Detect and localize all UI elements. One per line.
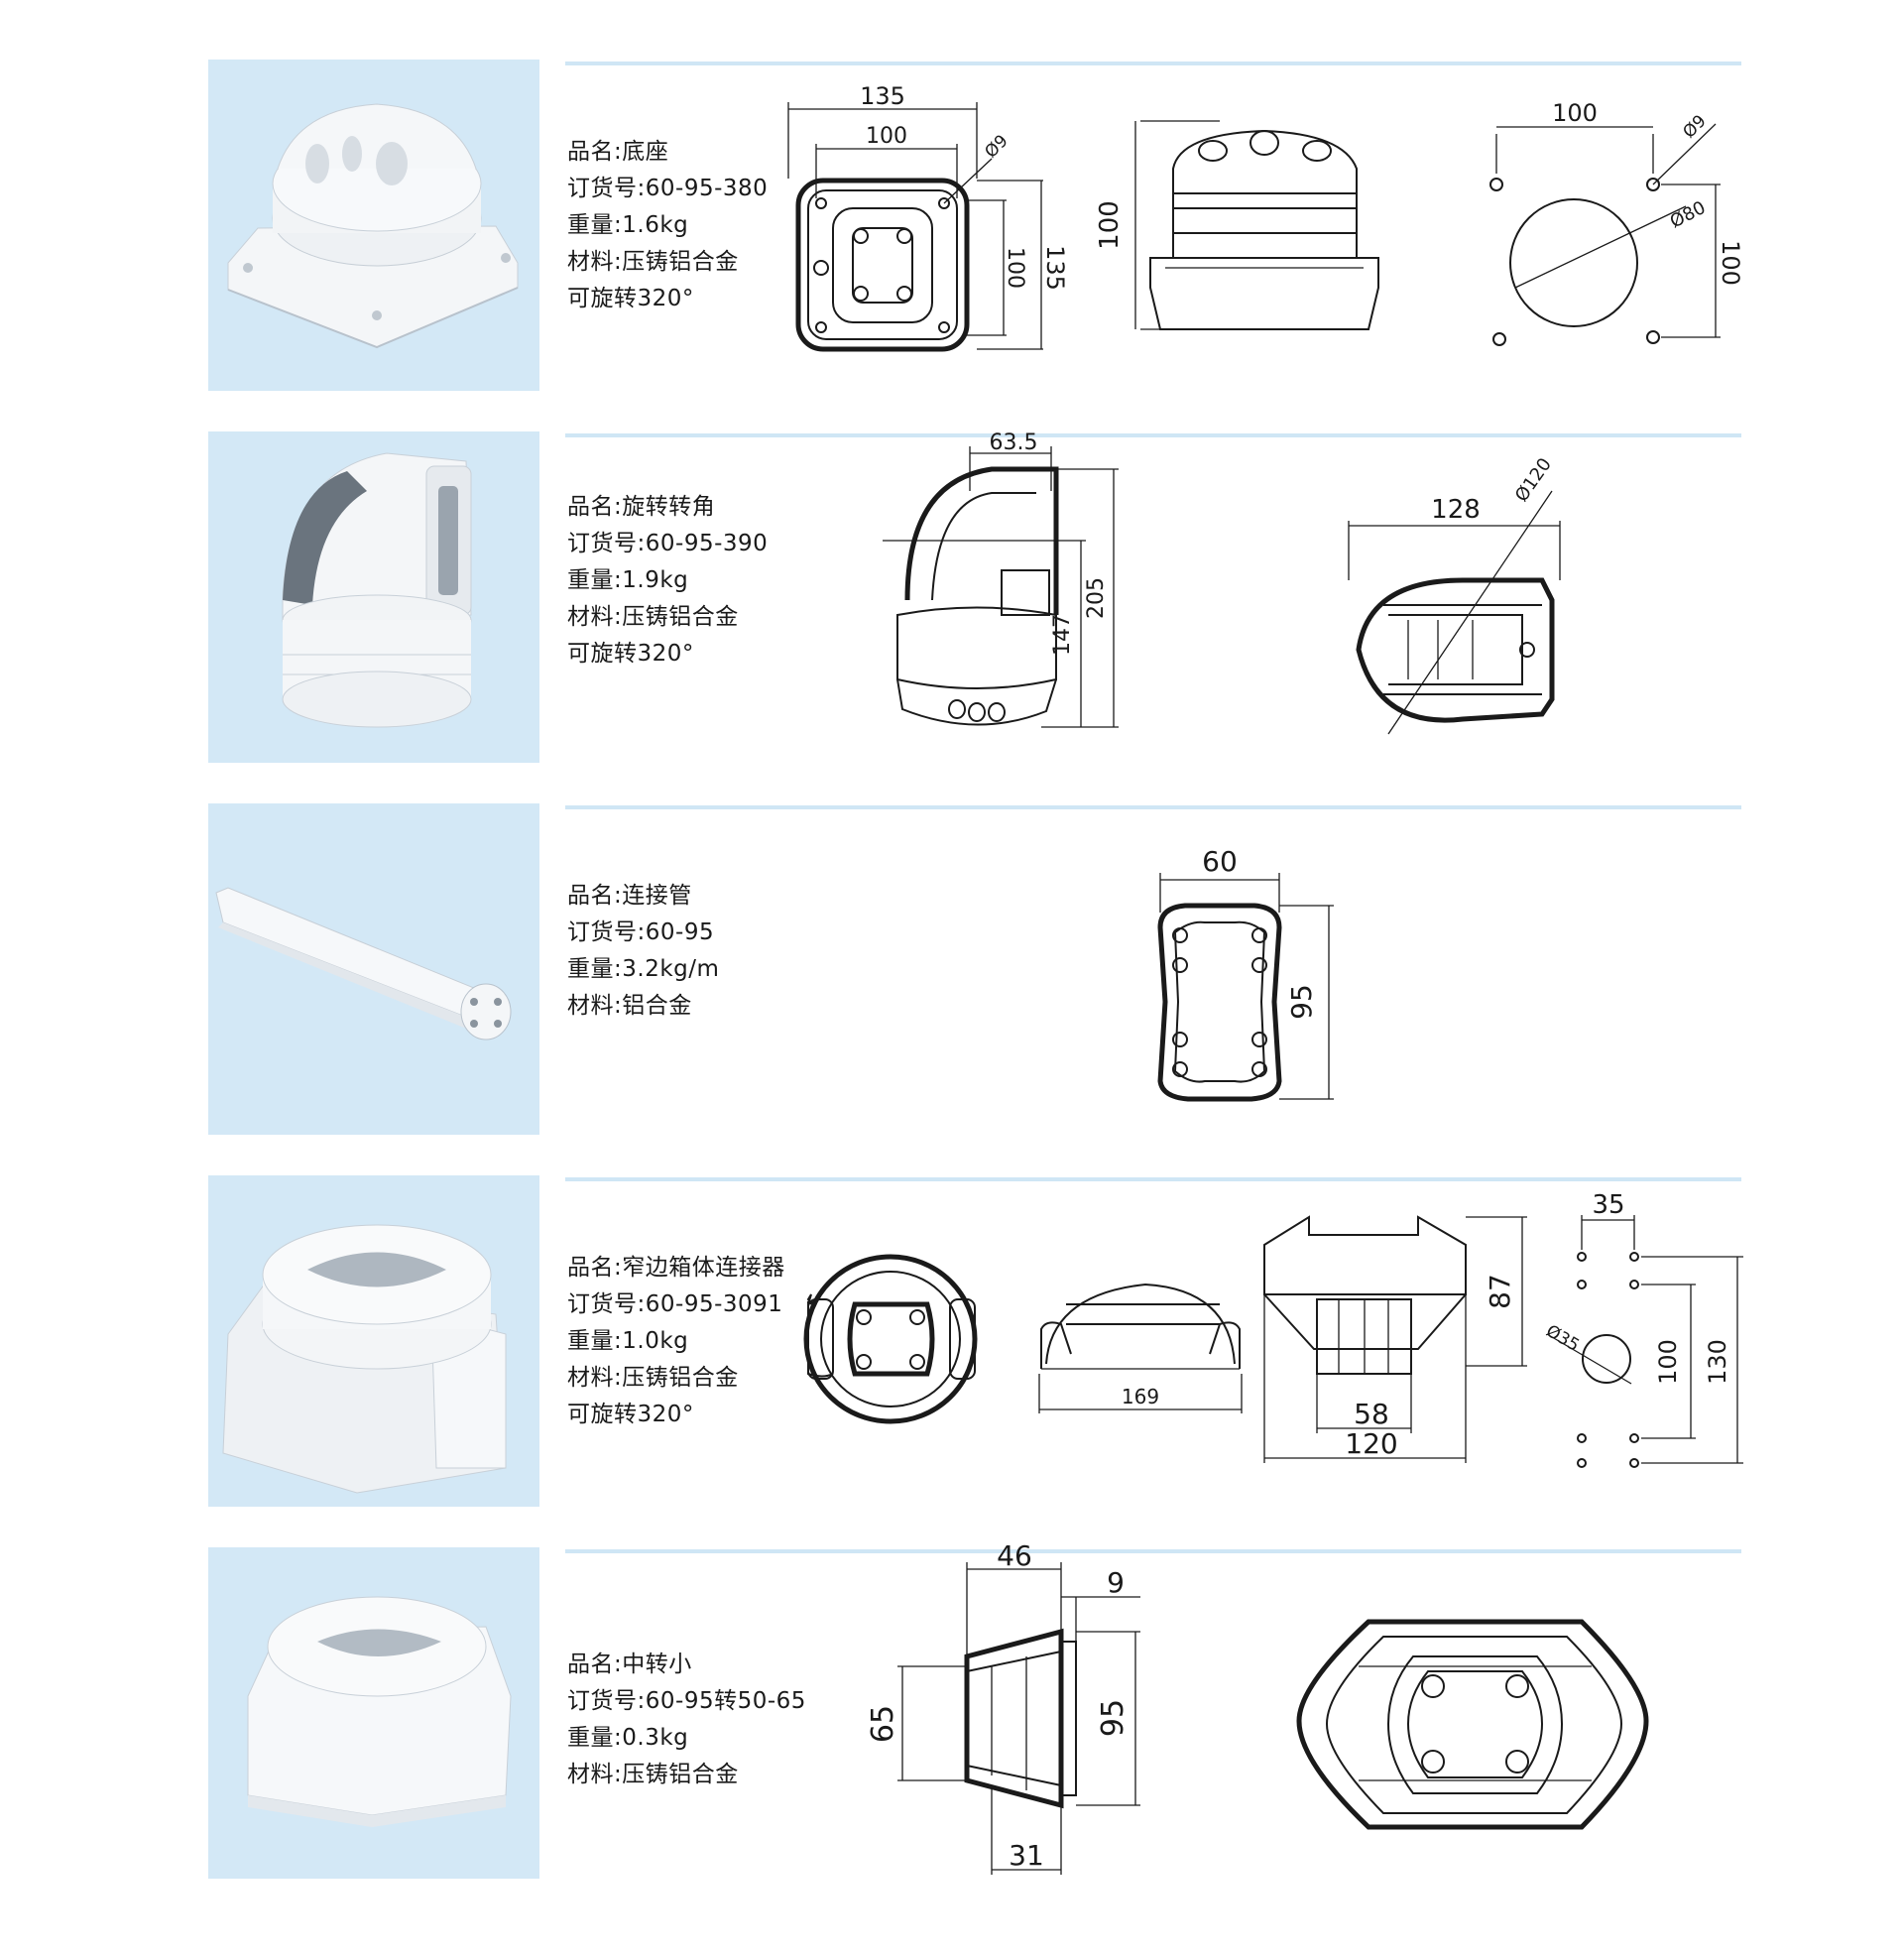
- product-photo-base: [208, 60, 539, 391]
- dim-label: 65: [866, 1705, 900, 1743]
- rotation: 可旋转320°: [567, 1402, 694, 1427]
- dim-label: 100: [866, 124, 907, 149]
- technical-drawing-small-adapter: 46 9 65 95 31: [866, 1539, 1649, 1875]
- dim-label: 95: [1096, 1699, 1130, 1737]
- product-name: 品名:中转小: [567, 1652, 692, 1677]
- product-info: 品名:中转小 订货号:60-95转50-65 重量:0.3kg 材料:压铸铝合金: [567, 1647, 806, 1793]
- dim-label: 205: [1084, 577, 1109, 619]
- product-row-narrow-box-connector: 品名:窄边箱体连接器 订货号:60-95-3091 重量:1.0kg 材料:压铸…: [0, 1175, 1904, 1513]
- dim-label: 87: [1484, 1274, 1516, 1309]
- material: 材料:压铸铝合金: [567, 1762, 739, 1787]
- side-view: 169: [1038, 1283, 1243, 1413]
- dim-label: 46: [997, 1539, 1032, 1572]
- product-photo-connecting-tube: [208, 803, 539, 1135]
- dim-label: 100: [1717, 240, 1744, 286]
- order-number: 订货号:60-95转50-65: [567, 1688, 806, 1714]
- product-name: 品名:窄边箱体连接器: [567, 1255, 785, 1281]
- product-info: 品名:旋转转角 订货号:60-95-390 重量:1.9kg 材料:压铸铝合金 …: [567, 489, 768, 673]
- side-view: 63.5 147 205: [883, 430, 1119, 728]
- dim-label: 9: [1107, 1566, 1125, 1599]
- order-number: 订货号:60-95-380: [567, 176, 769, 201]
- dim-label: 58: [1354, 1398, 1389, 1430]
- material: 材料:压铸铝合金: [567, 1365, 739, 1391]
- section-rule: [565, 1549, 1741, 1553]
- dim-label: 95: [1285, 984, 1318, 1020]
- dim-label: 100: [1003, 247, 1027, 289]
- rotation: 可旋转320°: [567, 641, 694, 667]
- top-view: [1296, 1619, 1649, 1830]
- dim-label: 147: [1050, 614, 1075, 656]
- weight: 重量:1.0kg: [567, 1328, 689, 1354]
- section-rule: [565, 433, 1741, 437]
- technical-drawing-base: 135 100 Ø9 100 135 100: [787, 82, 1744, 352]
- section-rule: [565, 61, 1741, 65]
- product-name: 品名:旋转转角: [567, 494, 716, 520]
- dim-label: 135: [1041, 245, 1069, 291]
- dim-label: 120: [1345, 1427, 1397, 1460]
- dim-label: 100: [1654, 1339, 1682, 1385]
- material: 材料:压铸铝合金: [567, 604, 739, 630]
- product-row-small-adapter: 品名:中转小 订货号:60-95转50-65 重量:0.3kg 材料:压铸铝合金: [0, 1539, 1904, 1885]
- product-info: 品名:窄边箱体连接器 订货号:60-95-3091 重量:1.0kg 材料:压铸…: [567, 1250, 785, 1433]
- product-name: 品名:底座: [567, 139, 669, 165]
- front-view: 128 Ø120: [1348, 454, 1561, 735]
- product-photo-rotating-corner: [208, 431, 539, 763]
- cross-section-view: 60 95: [1157, 845, 1334, 1102]
- front-view: 87 58 120: [1263, 1215, 1527, 1463]
- technical-drawing-narrow-box-connector: 169 87 58 120: [803, 1190, 1743, 1468]
- dim-label: 100: [1095, 200, 1125, 250]
- section-rule: [565, 805, 1741, 809]
- dim-label: 60: [1202, 845, 1238, 878]
- dim-label: 169: [1122, 1385, 1159, 1408]
- side-view: 100: [1095, 120, 1379, 330]
- order-number: 订货号:60-95-390: [567, 531, 769, 556]
- product-photo-small-adapter: [208, 1547, 539, 1879]
- order-number: 订货号:60-95-3091: [567, 1291, 783, 1317]
- rotation: 可旋转320°: [567, 286, 694, 311]
- product-name: 品名:连接管: [567, 883, 692, 909]
- dim-label: 130: [1704, 1339, 1731, 1385]
- product-info: 品名:底座 订货号:60-95-380 重量:1.6kg 材料:压铸铝合金 可旋…: [567, 134, 768, 317]
- product-info: 品名:连接管 订货号:60-95 重量:3.2kg/m 材料:铝合金: [567, 878, 719, 1025]
- dim-label: Ø35: [1543, 1321, 1583, 1356]
- dim-label: 63.5: [990, 430, 1038, 455]
- top-view: 135 100 Ø9 100 135: [787, 82, 1069, 352]
- dim-label: Ø80: [1667, 197, 1710, 233]
- order-number: 订货号:60-95: [567, 919, 715, 945]
- dim-label: Ø120: [1511, 454, 1556, 506]
- weight: 重量:1.9kg: [567, 567, 689, 593]
- weight: 重量:3.2kg/m: [567, 956, 720, 982]
- weight: 重量:1.6kg: [567, 212, 689, 238]
- weight: 重量:0.3kg: [567, 1725, 689, 1751]
- dim-label: 135: [860, 82, 905, 110]
- hole-pattern: 35 Ø35 100 130: [1543, 1190, 1743, 1468]
- dim-label: 31: [1009, 1839, 1044, 1872]
- dim-label: 128: [1431, 495, 1481, 525]
- dim-label: 35: [1592, 1190, 1624, 1220]
- product-photo-narrow-box-connector: [208, 1175, 539, 1507]
- dim-label: 100: [1552, 99, 1598, 127]
- material: 材料:压铸铝合金: [567, 249, 739, 275]
- dim-label: Ø9: [981, 131, 1012, 162]
- product-row-rotating-corner: 品名:旋转转角 订货号:60-95-390 重量:1.9kg 材料:压铸铝合金 …: [0, 430, 1904, 769]
- product-row-base: 品名:底座 订货号:60-95-380 重量:1.6kg 材料:压铸铝合金 可旋…: [0, 60, 1904, 397]
- product-row-connecting-tube: 品名:连接管 订货号:60-95 重量:3.2kg/m 材料:铝合金 60 95: [0, 803, 1904, 1141]
- section-rule: [565, 1177, 1741, 1181]
- side-view: 46 9 65 95 31: [866, 1539, 1140, 1875]
- dim-label: Ø9: [1679, 111, 1710, 142]
- technical-drawing-connecting-tube: 60 95: [1157, 845, 1334, 1102]
- material: 材料:铝合金: [567, 993, 692, 1019]
- hole-pattern: 100 Ø9 Ø80 100: [1489, 99, 1744, 346]
- technical-drawing-rotating-corner: 63.5 147 205 128 Ø120: [883, 430, 1561, 735]
- top-view: [803, 1254, 978, 1424]
